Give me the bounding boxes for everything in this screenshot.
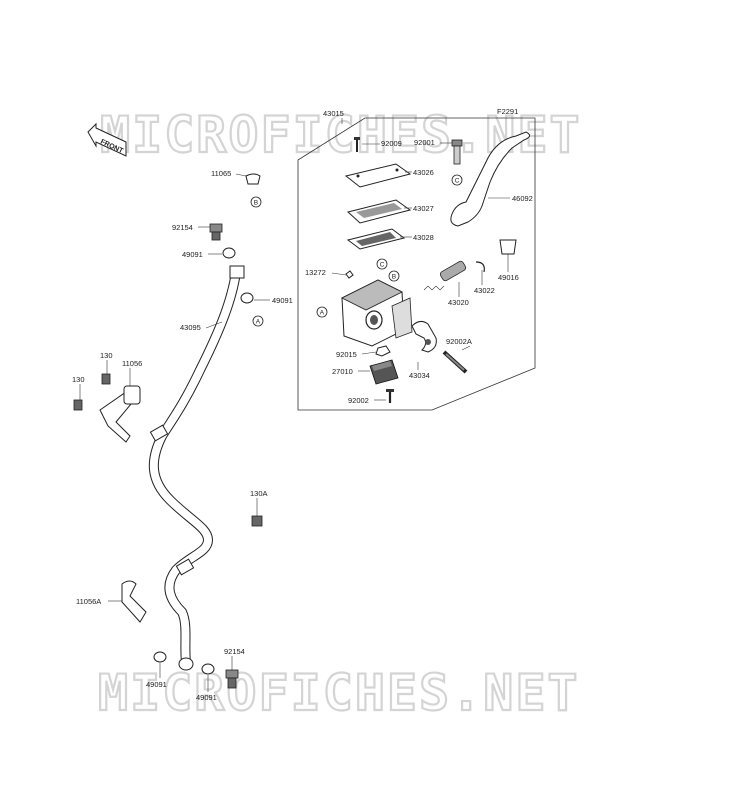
label-92154-top: 92154 xyxy=(172,223,193,232)
label-49091-d: 49091 xyxy=(196,693,217,702)
label-92015: 92015 xyxy=(336,350,357,359)
ref-circle-b-body: B xyxy=(388,270,400,282)
svg-text:B: B xyxy=(392,274,396,281)
brake-hose-43095 xyxy=(148,265,245,671)
leader-lines xyxy=(79,118,510,692)
bolt-130-b xyxy=(73,399,83,411)
label-92154-bottom: 92154 xyxy=(224,647,245,656)
label-43020: 43020 xyxy=(448,298,469,307)
label-49091-a: 49091 xyxy=(182,250,203,259)
screw-92002 xyxy=(386,389,394,403)
label-13272: 13272 xyxy=(305,268,326,277)
bolt-130A xyxy=(251,515,263,527)
label-43095: 43095 xyxy=(180,323,201,332)
boot-49016 xyxy=(499,239,517,255)
master-cylinder-body xyxy=(341,279,413,347)
label-92009: 92009 xyxy=(381,139,402,148)
bolt-130-a xyxy=(101,373,111,385)
label-92002A: 92002A xyxy=(446,337,472,346)
piston-43020 xyxy=(423,260,467,291)
svg-text:C: C xyxy=(380,262,385,269)
svg-text:C: C xyxy=(455,178,460,185)
clamp-11056A xyxy=(121,580,147,623)
clamp-43034 xyxy=(411,320,437,353)
label-46092: 46092 xyxy=(512,194,533,203)
cap-11065 xyxy=(245,173,261,185)
ref-circle-b-top: B xyxy=(250,196,262,208)
label-11056A: 11056A xyxy=(76,597,101,606)
washer-49091-c xyxy=(153,651,167,663)
label-130-b: 130 xyxy=(72,375,85,384)
label-43034: 43034 xyxy=(409,371,430,380)
figure-code: F2291 xyxy=(497,107,518,116)
screw-92009 xyxy=(354,137,360,152)
label-49091-b: 49091 xyxy=(272,296,293,305)
label-49091-c: 49091 xyxy=(146,680,167,689)
reservoir-cap-43026 xyxy=(344,163,412,188)
label-43022: 43022 xyxy=(474,286,495,295)
bracket-11056 xyxy=(99,385,141,443)
washer-92015 xyxy=(375,345,391,357)
svg-text:A: A xyxy=(320,310,325,317)
ref-circle-c-top: C xyxy=(451,174,463,186)
ref-circle-a-hose: A xyxy=(252,315,264,327)
ref-circle-c-body: C xyxy=(376,258,388,270)
washer-49091-b xyxy=(240,292,254,304)
label-11056: 11056 xyxy=(122,359,142,368)
label-27010: 27010 xyxy=(332,367,353,376)
banjo-bolt-92154-bottom xyxy=(225,669,239,689)
label-130-a: 130 xyxy=(100,351,113,360)
label-43027: 43027 xyxy=(413,204,434,213)
clip-43022 xyxy=(475,261,485,273)
label-49016: 49016 xyxy=(498,273,519,282)
label-92001: 92001 xyxy=(414,138,435,147)
bolt-92002A xyxy=(442,350,468,374)
label-43028: 43028 xyxy=(413,233,434,242)
washer-49091-a xyxy=(222,247,236,259)
label-92002: 92002 xyxy=(348,396,369,405)
brake-lever-46092 xyxy=(450,131,530,227)
piece-13272 xyxy=(345,270,354,279)
label-43026: 43026 xyxy=(413,168,434,177)
switch-27010 xyxy=(369,359,399,385)
label-130A: 130A xyxy=(250,489,268,498)
subassembly-outline xyxy=(297,117,536,411)
label-43015: 43015 xyxy=(323,109,344,118)
washer-49091-d xyxy=(201,663,215,675)
banjo-bolt-92154-top xyxy=(209,223,223,241)
svg-text:A: A xyxy=(256,319,261,326)
watermark-bottom: MICROFICHES.NET xyxy=(98,664,580,722)
svg-text:B: B xyxy=(254,200,258,207)
ref-circle-a-body: A xyxy=(316,306,328,318)
label-11065: 11065 xyxy=(211,169,231,178)
